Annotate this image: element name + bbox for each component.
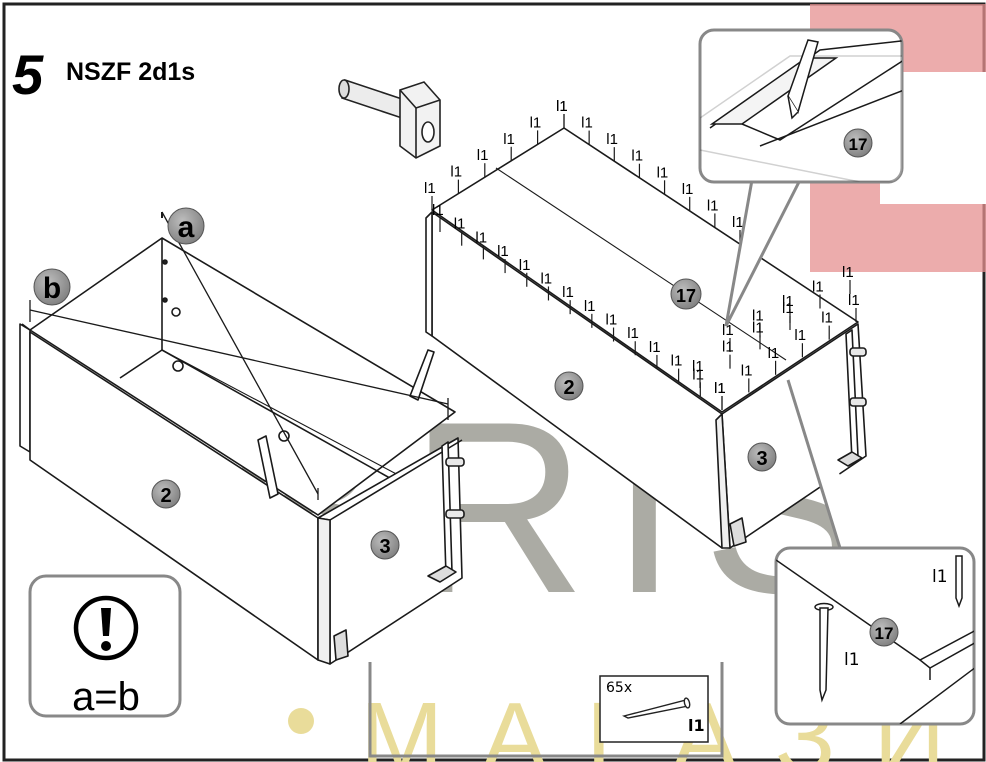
measure-badge-a: a — [167, 207, 205, 245]
nail-label-26: l1 — [692, 366, 704, 383]
nail-label-2: l1 — [477, 147, 489, 164]
nail-label-31: l1 — [794, 327, 806, 344]
nail-label-22: l1 — [606, 312, 618, 329]
part-label-side-left: 3 — [379, 536, 390, 558]
zoom-callout-top: 17 — [698, 28, 904, 327]
hardware-code: l1 — [688, 716, 705, 735]
nail-label-36: l1 — [782, 293, 794, 310]
nail-label-8: l1 — [606, 131, 618, 148]
nail-label-29: l1 — [741, 362, 753, 379]
nail-label-19: l1 — [540, 270, 552, 287]
part-badge-side-left: 3 — [370, 530, 400, 560]
notice-box: a=b — [28, 574, 182, 719]
notice-text: a=b — [72, 675, 140, 719]
nail-label-18: l1 — [519, 257, 531, 274]
step-number: 5 — [12, 43, 44, 106]
part-badge-front-right: 2 — [554, 371, 584, 401]
nail-label-1: l1 — [450, 164, 462, 181]
watermark-dot — [288, 708, 314, 734]
part-badge-front-left: 2 — [151, 479, 181, 509]
nail-label-10: l1 — [657, 164, 669, 181]
nail-label-39: l1 — [692, 358, 704, 375]
nail-label-4: l1 — [530, 114, 542, 131]
nail-label-23: l1 — [627, 325, 639, 342]
nail-label-28: l1 — [714, 380, 726, 397]
part-label-front-right: 2 — [563, 377, 574, 399]
hammer-icon — [338, 78, 441, 159]
nail-label-14: l1 — [432, 202, 444, 219]
measure-label-b: b — [43, 272, 61, 305]
nail-label-16: l1 — [475, 229, 487, 246]
nail-label-12: l1 — [707, 197, 719, 214]
nail-label-25: l1 — [671, 353, 683, 370]
nail-label-5: l1 — [556, 98, 568, 115]
nail-label-0: l1 — [424, 180, 436, 197]
nail-label-7: l1 — [581, 115, 593, 132]
nail-label-34: l1 — [722, 322, 734, 339]
measure-label-a: a — [178, 211, 195, 244]
nail-markers: l1l1l1l1l1l1l1l1l1l1l1l1l1l1l1l1l1l1l1l1… — [424, 98, 860, 410]
nail-label-6: l1 — [556, 98, 568, 115]
step-title: NSZF 2d1s — [66, 58, 195, 86]
nail-label-24: l1 — [649, 339, 661, 356]
nail-label-9: l1 — [631, 148, 643, 165]
nail-label-20: l1 — [562, 284, 574, 301]
hardware-quantity: 65x — [606, 680, 632, 696]
part-badge-side-right: 3 — [747, 442, 777, 472]
nail-label-40: l1 — [722, 339, 734, 356]
nail-label-27: l1 — [714, 380, 726, 397]
zoom-bottom-part-label: 17 — [875, 624, 894, 643]
nail-label-37: l1 — [812, 279, 824, 296]
nail-icon — [622, 697, 691, 719]
measure-badge-b: b — [33, 268, 71, 306]
part-label-back-panel: 17 — [676, 286, 696, 306]
nail-label-41: l1 — [752, 319, 764, 336]
nail-label-32: l1 — [821, 310, 833, 327]
part-label-side-right: 3 — [756, 448, 767, 470]
nail-label-13: l1 — [732, 214, 744, 231]
exclamation-icon — [73, 595, 139, 661]
nail-label-30: l1 — [768, 345, 780, 362]
nail-label-15: l1 — [454, 216, 466, 233]
zoom-bottom-nail-label-1: l1 — [932, 567, 948, 587]
diagonal-measure-lines — [29, 211, 449, 500]
hardware-bar: 65x l1 — [368, 662, 724, 758]
nail-label-42: l1 — [782, 300, 794, 317]
nail-label-33: l1 — [848, 292, 860, 309]
zoom-callout-bottom: 17 l1 l1 — [774, 379, 976, 726]
nail-label-21: l1 — [584, 298, 596, 315]
hardware-item-box — [599, 675, 709, 743]
zoom-bottom-nail-label-2: l1 — [844, 650, 860, 670]
nail-label-35: l1 — [752, 308, 764, 325]
nail-label-17: l1 — [497, 243, 509, 260]
part-label-front-left: 2 — [160, 485, 171, 507]
nail-label-38: l1 — [842, 264, 854, 281]
part-badge-back-panel: 17 — [670, 278, 702, 310]
nail-label-11: l1 — [682, 181, 694, 198]
zoom-top-part-label: 17 — [849, 135, 868, 154]
nail-label-3: l1 — [503, 131, 515, 148]
